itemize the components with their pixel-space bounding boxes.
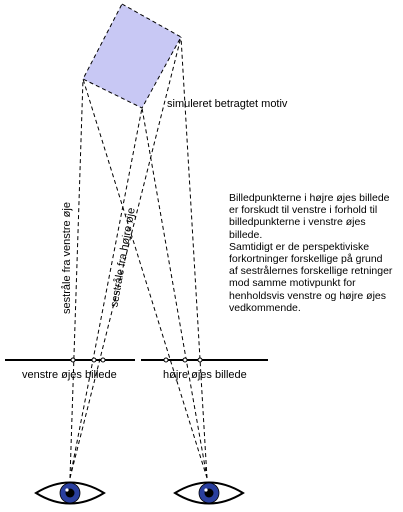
simulated-motif-square bbox=[82, 3, 182, 109]
description-line: henholdsvis venstre og højre øjes bbox=[229, 289, 386, 302]
description-line: mod samme motivpunkt for bbox=[229, 277, 356, 290]
motif-label: simuleret betragtet motiv bbox=[167, 98, 288, 110]
eye-icon bbox=[34, 481, 106, 505]
description-line: vedkommende. bbox=[229, 301, 301, 314]
left-ray-label: sestråle fra venstre øje bbox=[61, 202, 73, 314]
right-eye-rays bbox=[82, 36, 208, 479]
right-image-label: højre øjes billede bbox=[163, 369, 247, 381]
description-line: af sestrålernes forskellige retninger bbox=[229, 265, 393, 278]
left-eye-rays bbox=[69, 36, 182, 479]
description-line: billedpunkterne i venstre øjes bbox=[229, 216, 366, 229]
description-line: billede. bbox=[229, 228, 263, 241]
eye-icon bbox=[173, 481, 245, 505]
description-line: Billedpunkterne i højre øjes billede bbox=[229, 192, 390, 204]
description-text: Billedpunkterne i højre øjes billede er … bbox=[229, 192, 399, 314]
description-line: forkortninger forskellige på grund bbox=[229, 253, 383, 266]
image-points bbox=[70, 357, 203, 363]
description-line: er forskudt til venstre i forhold til bbox=[229, 204, 378, 217]
left-image-label: venstre øjes billede bbox=[22, 369, 117, 381]
description-line: Samtidigt er de perspektiviske bbox=[229, 240, 370, 253]
